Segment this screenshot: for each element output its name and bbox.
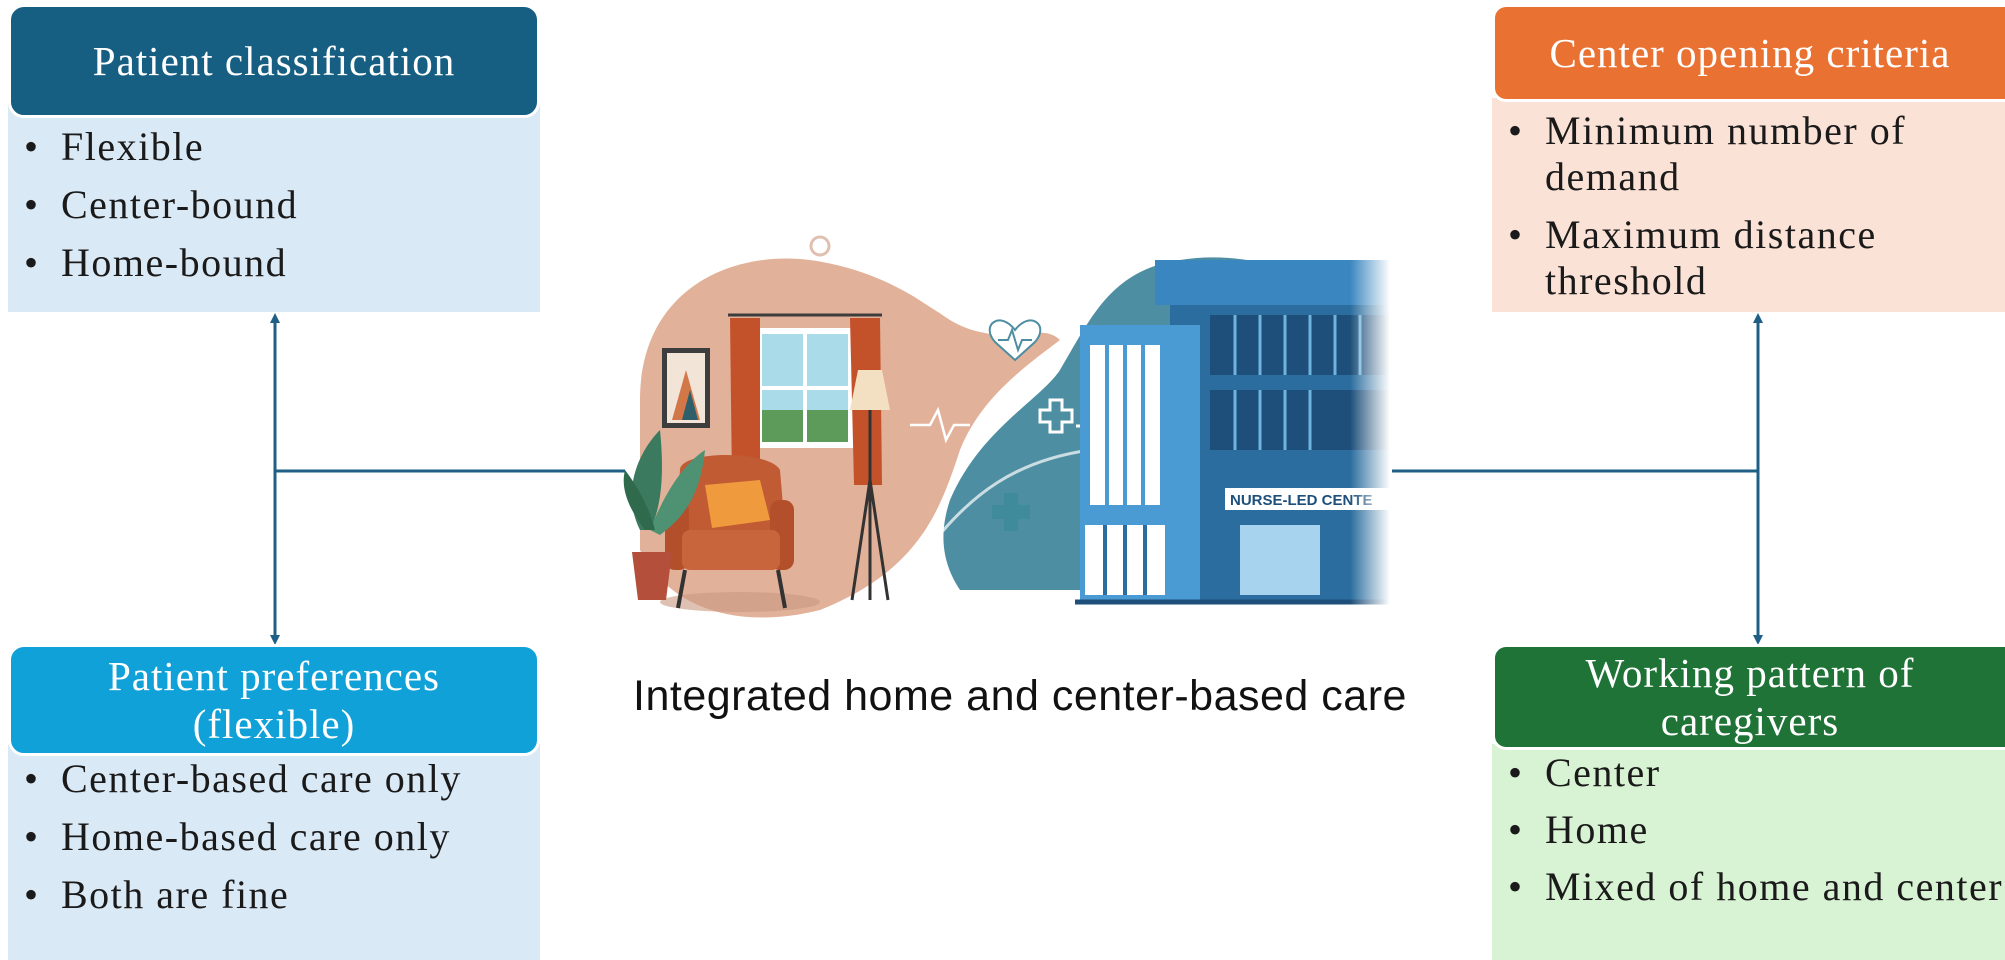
patient-preferences-list-area: Center-based care only Home-based care o… <box>8 744 540 960</box>
working-pattern-list: Center Home Mixed of home and center <box>1492 750 2005 910</box>
center-opening-list-area: Minimum number of demand Maximum distanc… <box>1492 98 2005 312</box>
list-item: Home-based care only <box>8 814 540 860</box>
diagram-caption: Integrated home and center-based care <box>633 672 1407 720</box>
building-sign: NURSE-LED CENTE <box>1230 492 1373 509</box>
patient-classification-box: Flexible Center-bound Home-bound Patient… <box>8 4 540 312</box>
decorative-dot <box>809 235 831 257</box>
decorative-curve <box>819 238 1102 336</box>
list-item: Center-bound <box>8 182 540 228</box>
curtain-left <box>730 318 760 485</box>
nurse-led-center-building <box>1075 260 1390 605</box>
working-pattern-list-area: Center Home Mixed of home and center <box>1492 744 2005 960</box>
window <box>755 328 855 448</box>
list-item: Center <box>1492 750 2005 796</box>
list-item: Home-bound <box>8 240 540 286</box>
patient-classification-list: Flexible Center-bound Home-bound <box>8 124 540 286</box>
patient-preferences-list: Center-based care only Home-based care o… <box>8 756 540 918</box>
list-item: Home <box>1492 807 2005 853</box>
center-opening-title: Center opening criteria <box>1492 4 2005 102</box>
list-item: Both are fine <box>8 872 540 918</box>
patient-preferences-title: Patient preferences (flexible) <box>8 644 540 756</box>
patient-classification-list-area: Flexible Center-bound Home-bound <box>8 104 540 312</box>
potted-plant <box>623 430 705 600</box>
wall-picture <box>662 348 710 428</box>
working-pattern-box: Center Home Mixed of home and center Wor… <box>1492 644 2005 960</box>
working-pattern-title: Working pattern of caregivers <box>1492 644 2005 750</box>
floor-lamp <box>850 370 890 601</box>
heart-icon <box>988 319 1042 362</box>
center-opening-list: Minimum number of demand Maximum distanc… <box>1492 108 2005 304</box>
medical-cross-icon <box>992 493 1030 531</box>
decorative-dot <box>1154 242 1166 254</box>
heartbeat-line-icon <box>910 406 970 444</box>
list-item: Center-based care only <box>8 756 540 802</box>
center-opening-criteria-box: Minimum number of demand Maximum distanc… <box>1492 4 2005 312</box>
list-item: Flexible <box>8 124 540 170</box>
list-item: Minimum number of demand <box>1492 108 2005 200</box>
patient-preferences-box: Center-based care only Home-based care o… <box>8 644 540 960</box>
list-item: Maximum distance threshold <box>1492 212 2005 304</box>
list-item: Mixed of home and center <box>1492 864 2005 910</box>
decorative-curve <box>918 448 1091 561</box>
home-and-center-illustration: NURSE-LED CENTE <box>623 230 1390 640</box>
right-fade-overlay <box>1350 230 1390 640</box>
patient-classification-title: Patient classification <box>8 4 540 118</box>
